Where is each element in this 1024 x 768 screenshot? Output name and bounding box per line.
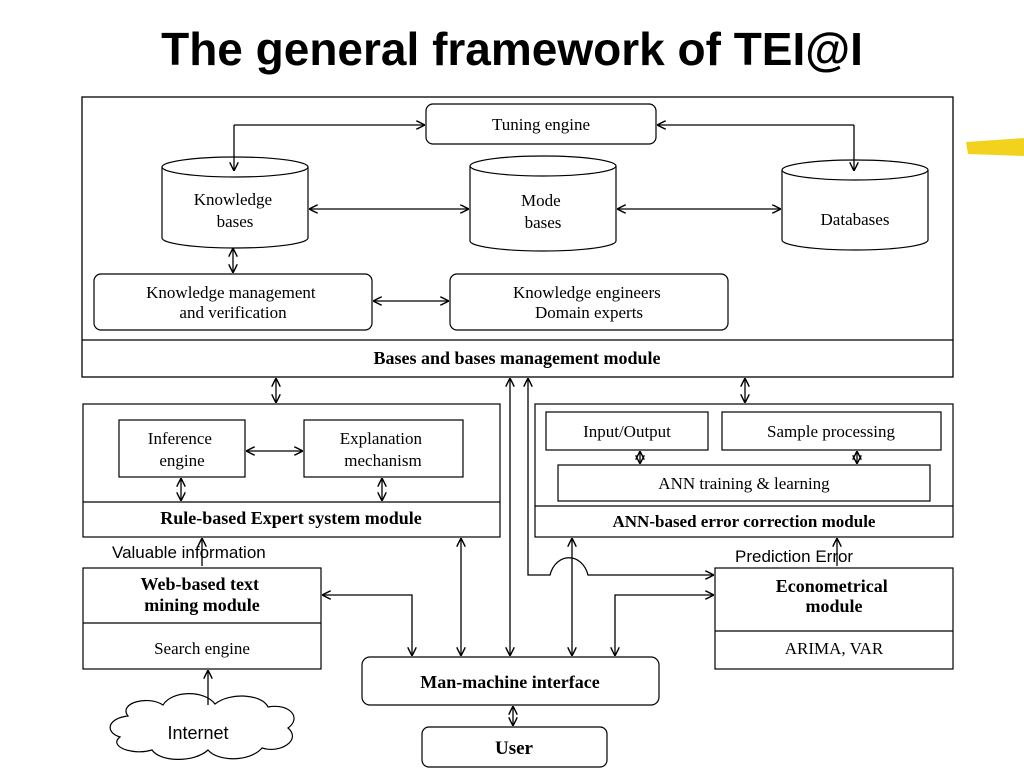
inference-engine-label-1: Inference — [148, 429, 212, 448]
svg-text:Explanation mechanism: Explanation mechanism — [340, 429, 426, 470]
mode-bases-cylinder — [469, 155, 617, 252]
svg-text:Knowledge bases: Knowledge bases — [194, 190, 277, 231]
knowledge-management-label-1: Knowledge management — [146, 283, 316, 302]
bases-module-frame — [81, 96, 954, 378]
web-mining-frame — [82, 567, 322, 670]
internet-cloud — [109, 693, 295, 760]
ann-module-label: ANN-based error correction module — [613, 512, 876, 531]
tuning-engine-box — [425, 103, 657, 145]
explanation-mechanism-label-2: mechanism — [344, 451, 421, 470]
explanation-mechanism-box — [303, 419, 464, 478]
ann-training-label: ANN training & learning — [658, 474, 830, 493]
svg-text:Inference engine: Inference engine — [148, 429, 216, 470]
rule-module-label: Rule-based Expert system module — [160, 508, 422, 528]
mode-bases-label-2: bases — [525, 213, 562, 232]
econometrical-label-2: module — [805, 596, 862, 616]
web-mining-label-2: mining module — [144, 595, 260, 615]
mode-bases-label-1: Mode — [521, 191, 561, 210]
prediction-error-label: Prediction Error — [735, 547, 853, 566]
svg-text:Knowledge engineers Domain: Knowledge engineers Domain experts — [513, 283, 665, 322]
tuning-engine-label: Tuning engine — [492, 115, 590, 134]
econometrical-label-1: Econometrical — [776, 576, 888, 596]
databases-label: Databases — [821, 210, 890, 229]
svg-text:Web-based text mining modu: Web-based text mining module — [141, 574, 264, 615]
svg-text:Econometrical module: Econometrical module — [776, 576, 892, 616]
knowledge-management-box — [93, 273, 373, 331]
search-engine-label: Search engine — [154, 639, 250, 658]
databases-cylinder — [781, 159, 929, 251]
econometrical-frame — [714, 567, 954, 670]
user-label: User — [495, 738, 534, 759]
bases-module-label: Bases and bases management module — [373, 348, 660, 368]
user-box — [421, 726, 608, 768]
knowledge-engineers-label-1: Knowledge engineers — [513, 283, 661, 302]
arima-var-label: ARIMA, VAR — [785, 639, 884, 658]
explanation-mechanism-label-1: Explanation — [340, 429, 423, 448]
svg-text:Mode bases: Mode bases — [521, 191, 565, 232]
connectors — [181, 125, 857, 725]
man-machine-box — [361, 656, 660, 706]
knowledge-engineers-box — [449, 273, 729, 331]
slide-title: The general framework of TEI@I — [161, 23, 863, 75]
sample-processing-label: Sample processing — [767, 422, 895, 441]
man-machine-label: Man-machine interface — [420, 672, 599, 692]
knowledge-bases-label-1: Knowledge — [194, 190, 272, 209]
valuable-information-label: Valuable information — [112, 543, 266, 562]
sample-processing-box — [721, 411, 942, 451]
inference-engine-box — [118, 419, 246, 478]
internet-label: Internet — [167, 723, 228, 743]
input-output-label: Input/Output — [583, 422, 671, 441]
web-mining-label-1: Web-based text — [141, 574, 260, 594]
knowledge-engineers-label-2: Domain experts — [535, 303, 643, 322]
svg-text:Knowledge management and v: Knowledge management and verification — [146, 283, 320, 322]
inference-engine-label-2: engine — [159, 451, 204, 470]
knowledge-management-label-2: and verification — [179, 303, 287, 322]
knowledge-bases-label-2: bases — [217, 212, 254, 231]
highlighter-mark — [966, 138, 1024, 156]
